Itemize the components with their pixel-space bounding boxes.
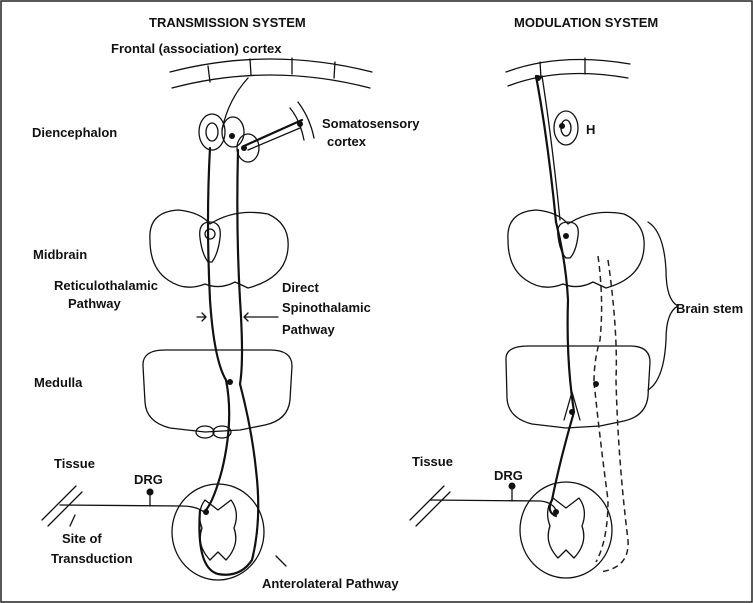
modulation-midbrain-section	[508, 210, 644, 288]
brain-stem-label: Brain stem	[676, 301, 743, 316]
transduction-pointer	[70, 515, 75, 526]
frontal-cortex-arc-outer	[170, 59, 372, 72]
modulation-tissue-label: Tissue	[412, 454, 453, 469]
reticulothalamic-label-line1: Reticulothalamic	[54, 278, 158, 293]
anterolateral-pathway-label: Anterolateral Pathway	[262, 576, 399, 591]
medulla-label: Medulla	[34, 375, 83, 390]
transmission-title: TRANSMISSION SYSTEM	[149, 15, 306, 30]
spinal-grey-matter	[200, 500, 237, 560]
modulation-tissue-marks	[410, 486, 450, 526]
midbrain-section	[150, 210, 288, 288]
modulation-title: MODULATION SYSTEM	[514, 15, 658, 30]
neuron-dot	[559, 123, 565, 129]
brain-stem-bracket	[648, 222, 678, 390]
reticulothalamic-label-line2: Pathway	[68, 296, 122, 311]
site-of-transduction-line1: Site of	[62, 531, 102, 546]
reticulothalamic-pathway-line	[206, 148, 229, 510]
descending-pathway-parallel	[542, 76, 560, 220]
modulation-drg-label: DRG	[494, 468, 523, 483]
descending-pathway	[536, 76, 574, 412]
thalamus-nucleus	[237, 134, 259, 162]
reticulothalamic-arrow	[197, 313, 206, 321]
frontal-cortex-label: Frontal (association) cortex	[111, 41, 282, 56]
neuron-dot	[563, 233, 569, 239]
diencephalon-label: Diencephalon	[32, 125, 117, 140]
modulation-system-diagram	[410, 58, 678, 578]
dashed-pathway-3	[594, 382, 608, 562]
spinothalamic-arrow	[244, 313, 278, 321]
neuron-dot	[297, 121, 303, 127]
thalamus-left-inner	[206, 123, 218, 141]
direct-spinothalamic-label-line3: Pathway	[282, 322, 336, 337]
direct-spinothalamic-label-line2: Spinothalamic	[282, 300, 371, 315]
neuron-dot	[593, 381, 599, 387]
hypothalamus-outer	[554, 111, 578, 145]
direct-spinothalamic-label-line1: Direct	[282, 280, 320, 295]
dashed-pathway-2	[600, 260, 628, 572]
modulation-spinal-cord	[520, 482, 612, 578]
neuron-dot	[241, 145, 247, 151]
modulation-drg-cell-body	[509, 483, 516, 490]
modulation-primary-afferent	[430, 500, 556, 510]
thalamocortical-projection-frontal	[222, 78, 248, 130]
modulation-cortex-dividers	[540, 58, 585, 78]
modulation-cortex-arc-outer	[506, 60, 630, 73]
somatosensory-label-line2: cortex	[327, 134, 367, 149]
medulla-section	[143, 350, 292, 432]
neuron-dot	[535, 75, 541, 81]
modulation-medulla-section	[506, 346, 650, 428]
frontal-cortex-arc-inner	[172, 75, 370, 88]
midbrain-aqueduct	[200, 222, 221, 262]
tissue-marks	[42, 486, 82, 526]
spinal-cord-section	[172, 484, 264, 580]
site-of-transduction-line2: Transduction	[51, 551, 133, 566]
neuron-dot	[569, 409, 575, 415]
somatosensory-label-line1: Somatosensory	[322, 116, 420, 131]
modulation-cortex-arc-inner	[508, 74, 628, 87]
drg-label: DRG	[134, 472, 163, 487]
neuron-dot	[227, 379, 233, 385]
primary-afferent-fiber	[60, 505, 204, 512]
midbrain-aqueduct-lumen	[205, 229, 215, 239]
drg-cell-body	[147, 489, 154, 496]
neuron-dot	[229, 133, 235, 139]
modulation-spinal-grey	[548, 498, 585, 558]
thalamocortical-projection-somatosensory	[244, 120, 302, 146]
anterolateral-pointer	[276, 556, 286, 566]
midbrain-label: Midbrain	[33, 247, 87, 262]
h-label: H	[586, 122, 595, 137]
dashed-pathway-1	[594, 256, 602, 382]
thalamus-left-outer	[199, 114, 225, 150]
tissue-label: Tissue	[54, 456, 95, 471]
